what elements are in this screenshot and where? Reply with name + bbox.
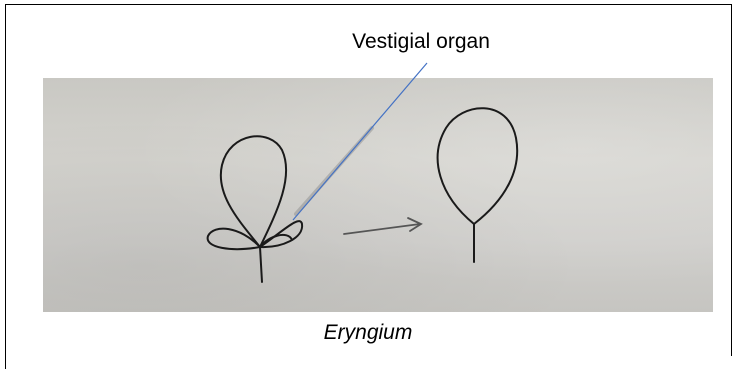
plant-single-leaf	[438, 108, 518, 262]
small-left-leaf	[208, 229, 260, 249]
vestigial-organ-pointer	[293, 63, 427, 220]
plant-with-vestigial-organ	[208, 136, 303, 282]
left-stem	[260, 247, 262, 282]
caption: Eryngium	[0, 321, 736, 345]
single-leaf	[438, 108, 518, 224]
transformation-arrow	[344, 218, 421, 234]
